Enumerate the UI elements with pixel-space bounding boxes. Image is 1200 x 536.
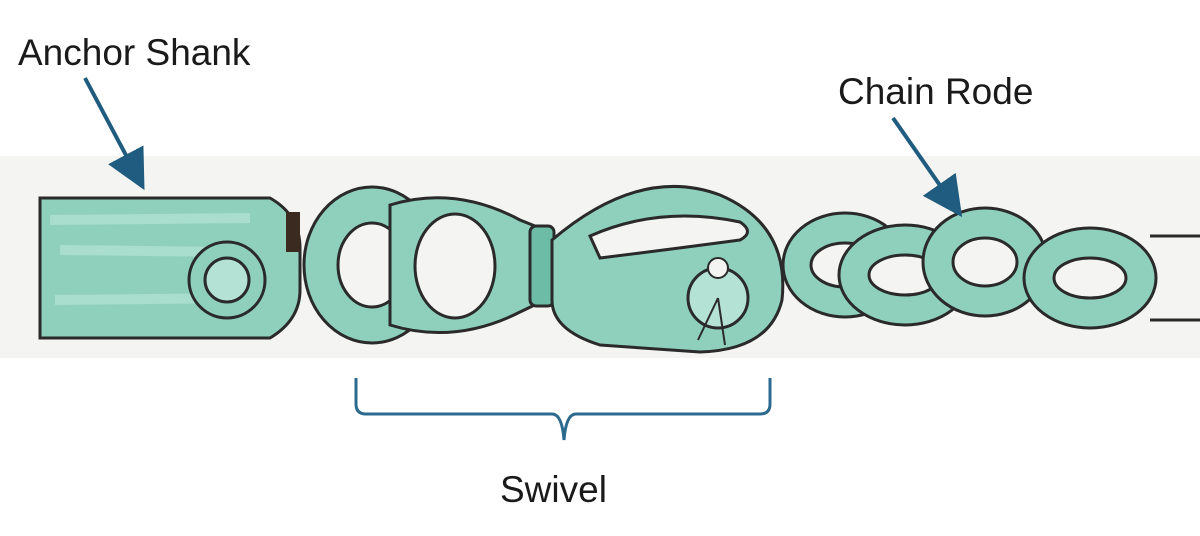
chain-rode-arrow <box>891 116 963 218</box>
chain-link <box>1022 226 1158 330</box>
swivel-brace <box>354 378 772 441</box>
anchor-shank-arrow <box>83 77 145 191</box>
anchor-shank-collar <box>286 212 300 252</box>
anchor-shank <box>38 196 302 340</box>
swivel-label: Swivel <box>500 469 607 510</box>
chain-link <box>921 206 1049 318</box>
chain-rode <box>781 206 1200 330</box>
swivel-shackle <box>550 184 785 354</box>
chain-rode-label: Chain Rode <box>838 71 1034 112</box>
anchor-shank-label: Anchor Shank <box>18 32 251 73</box>
swivel-body <box>388 196 556 334</box>
